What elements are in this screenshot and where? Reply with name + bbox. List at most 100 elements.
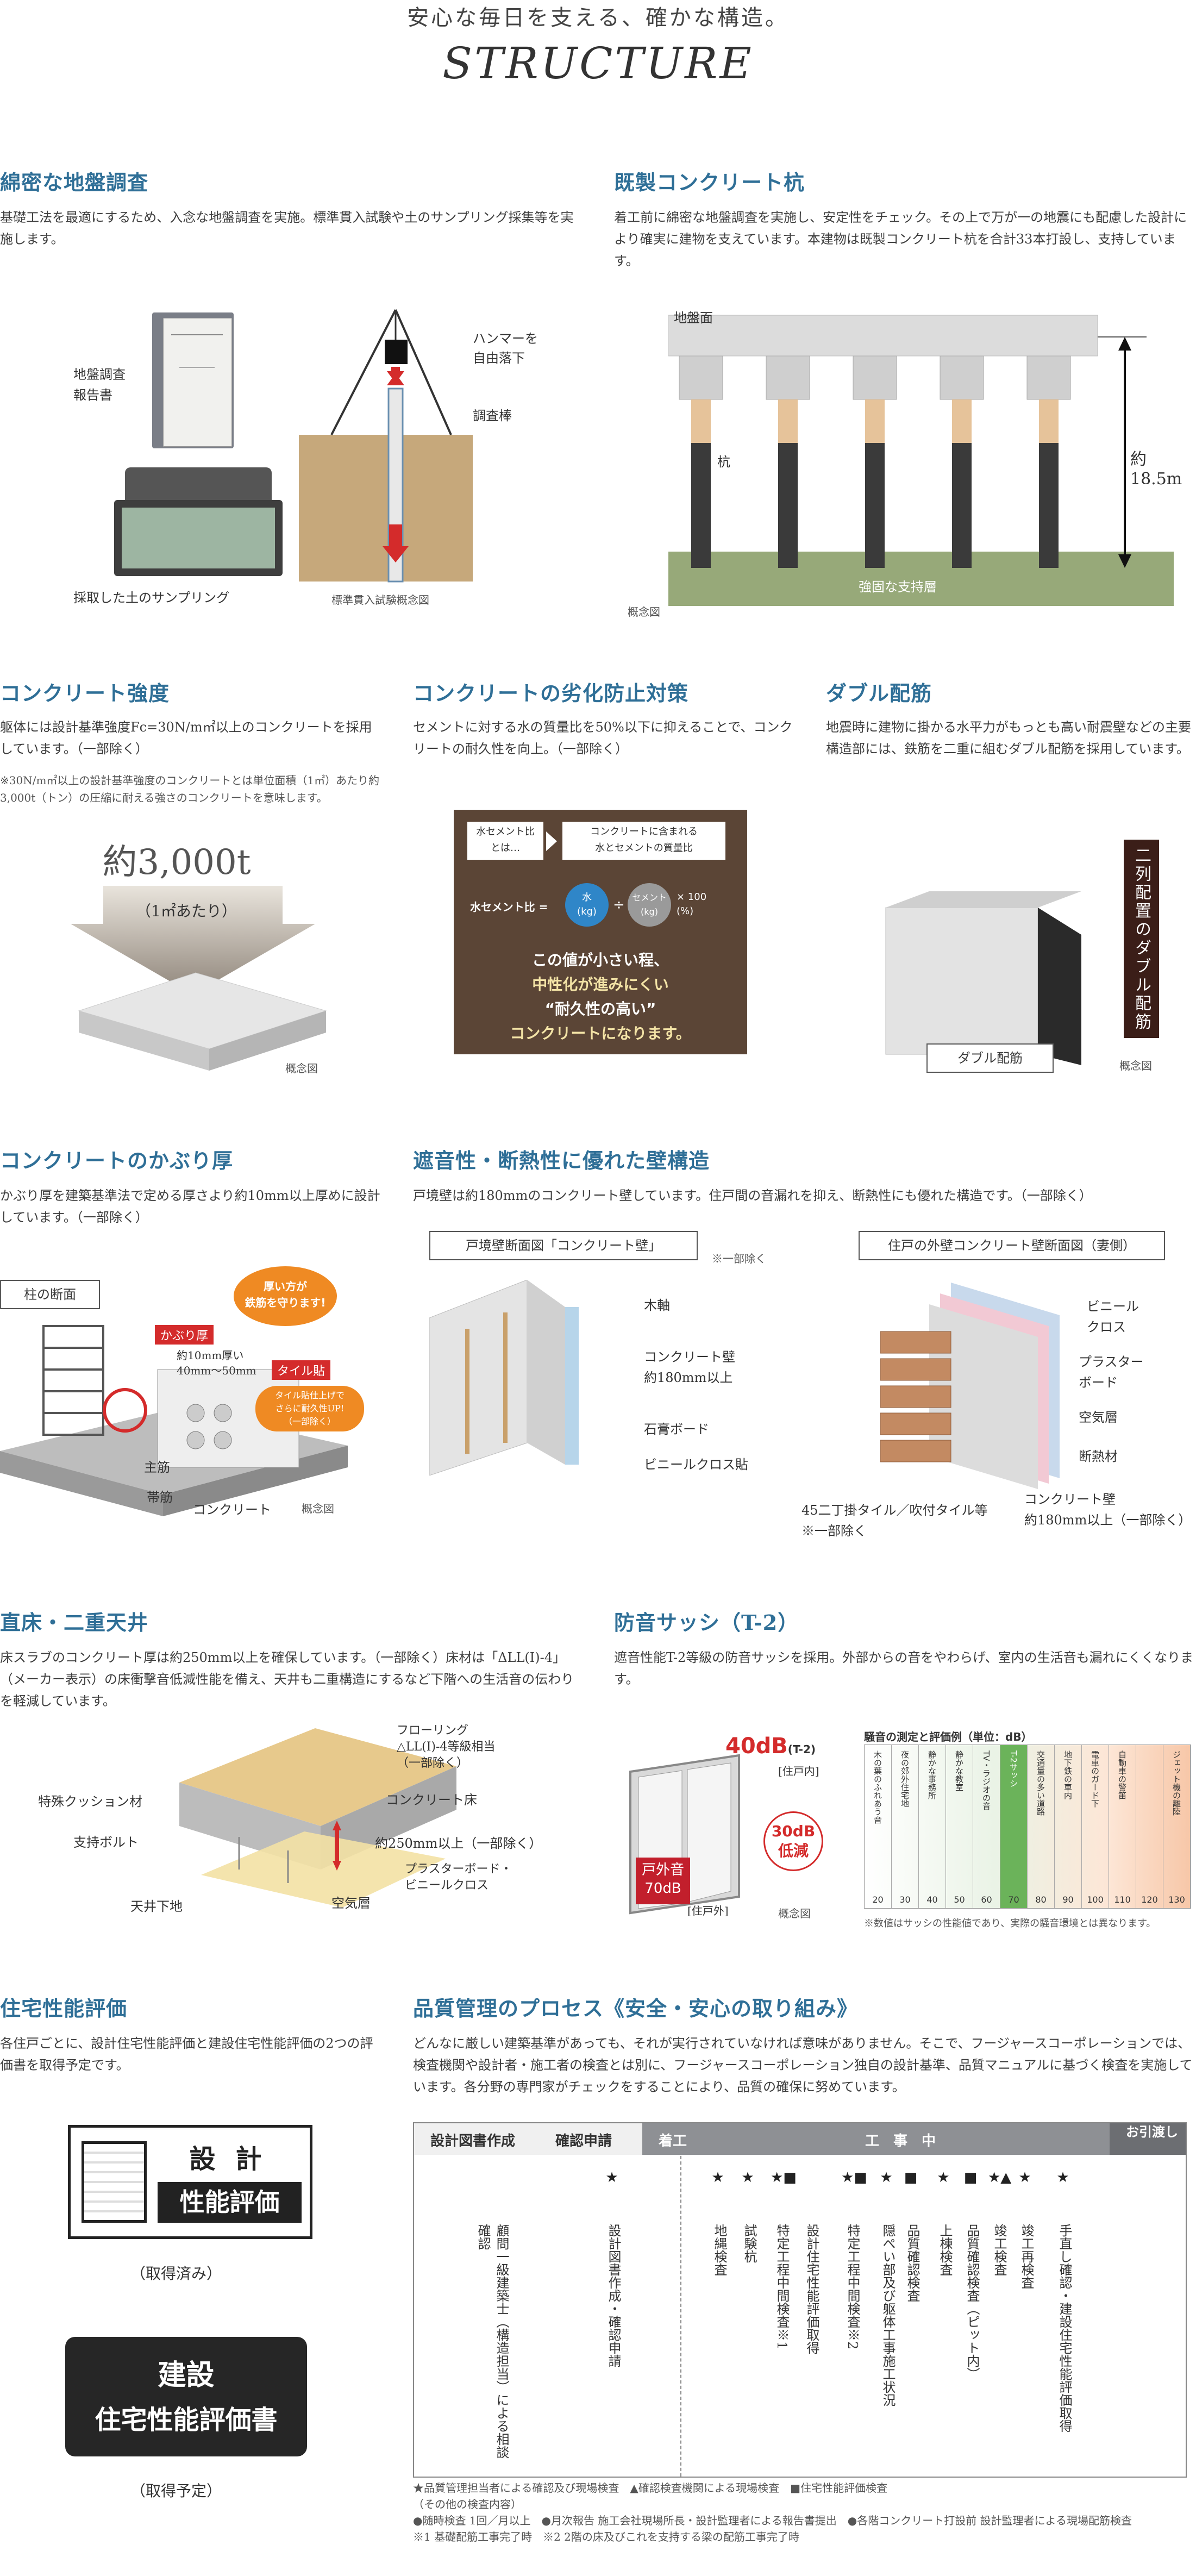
deterioration-desc: セメントに対する水の質量比を50%以下に抑えることで、コンクリートの耐久性を向上… (413, 720, 793, 756)
phase-construction: 工 事 中 (865, 2133, 936, 2149)
phase-handover: お引渡し (1126, 2124, 1178, 2140)
ceiling-label-bolt: 支持ボルト (73, 1835, 139, 1850)
step-mark: ■ (963, 2169, 978, 2186)
noise-column-text: 自動車の警笛 (1117, 1750, 1127, 1799)
noise-column-value: 80 (1035, 1895, 1047, 1905)
ratio-message-4: コンクリートになります。 (510, 1024, 691, 1042)
sample-caption: 採取した土のサンプリング (73, 590, 230, 605)
wall-right-title: 住戸の外壁コンクリート壁断面図（妻側） (859, 1231, 1165, 1260)
noise-column-value: 130 (1168, 1895, 1185, 1905)
rebar-caption: 概念図 (1119, 1059, 1152, 1072)
design-status: （取得済み） (130, 2265, 222, 2283)
pile-caption: 概念図 (628, 605, 660, 618)
quality-other-title: （その他の検査内容） (413, 2498, 522, 2511)
column-label: 柱の断面 (0, 1280, 100, 1309)
wall-right-label-1: ビニール クロス (1087, 1299, 1139, 1335)
penetration-test-figure (299, 309, 473, 583)
strength-desc: 躯体には設計基準強度Fc=30N/m㎡以上のコンクリートを採用しています。（一部… (0, 720, 372, 756)
step-mark: ★ (937, 2169, 950, 2186)
wall-right-label-2: プラスター ボード (1079, 1354, 1144, 1390)
strength-figure (71, 886, 327, 1071)
ceiling-label-base: 天井下地 (130, 1899, 183, 1914)
inside-db: 40dB(T-2) (725, 1734, 816, 1759)
main-bar-label: 主筋 (144, 1460, 170, 1475)
outdoor-label: [住戸外] (687, 1904, 729, 1917)
phase-application: 確認申請 (555, 2133, 612, 2149)
depth-label: 約18.5m (1130, 450, 1182, 489)
soil-title: 綿密な地盤調査 (0, 170, 149, 195)
pile-figure (668, 315, 1174, 606)
concrete-label: コンクリート (193, 1502, 271, 1517)
step-label: 試験杭 (742, 2224, 757, 2263)
sample-case (114, 467, 283, 576)
noise-column-value: 20 (872, 1895, 884, 1905)
wall-right-figure (880, 1283, 1060, 1489)
rebar-figure-label: ダブル配筋 (926, 1043, 1054, 1073)
step-mark: ★ (1056, 2169, 1069, 2186)
penetration-caption: 標準貫入試験概念図 (331, 593, 429, 607)
step-label: 上棟検査 (937, 2224, 953, 2276)
deterioration-title: コンクリートの劣化防止対策 (413, 681, 689, 705)
rebar-figure (885, 891, 1081, 1065)
ceiling-label-air: 空気層 (331, 1896, 371, 1911)
tile-tag: タイル貼 (272, 1360, 331, 1380)
sash-title: 防音サッシ（T-2） (614, 1610, 799, 1635)
step-mark: ★▲ (988, 2169, 1012, 2186)
rebar-title: ダブル配筋 (826, 681, 932, 705)
outside-db: 戸外音 70dB (636, 1858, 690, 1904)
step-label: 竣工検査 (992, 2224, 1007, 2276)
construction-mark: 建設 住宅性能評価書 (65, 2337, 307, 2456)
noise-column: 120 (1136, 1745, 1163, 1908)
design-mark-line1: 設 計 (189, 2144, 267, 2174)
tile-note: タイル貼仕上げで さらに耐久性UP! （一部除く） (255, 1386, 364, 1431)
step-label: 設計図書作成・確認申請 (606, 2224, 621, 2367)
ceiling-desc: 床スラブのコンクリート厚は約250mm以上を確保しています。（一部除く）床材は「… (0, 1650, 574, 1709)
process-table: 設計図書作成 確認申請 着工 工 事 中 お引渡し 顧問一級建築士（構造担当）に… (413, 2122, 1187, 2478)
cover-title: コンクリートのかぶり厚 (0, 1148, 234, 1173)
inside-db-tag: (T-2) (787, 1743, 816, 1756)
step-mark: ★■ (841, 2169, 867, 2186)
noise-column-value: 70 (1008, 1895, 1019, 1905)
strength-value: 約3,000t (102, 842, 251, 883)
times-label: × 100 (%) (677, 891, 707, 917)
ratio-message-1: この値が小さい程、 (531, 951, 669, 969)
page-title: STRUCTURE (442, 38, 754, 89)
phase-start: 着工 (659, 2133, 687, 2149)
pile-desc: 着工前に綿密な地盤調査を実施し、安定性をチェック。その上で万が一の地震にも配慮し… (614, 210, 1187, 268)
step-mark: ★ (880, 2169, 893, 2186)
step-mark: ■ (904, 2169, 918, 2186)
report-label: 地盤調査 報告書 (73, 367, 126, 403)
noise-column-value: 60 (981, 1895, 992, 1905)
strength-title: コンクリート強度 (0, 681, 170, 705)
noise-column-text (1136, 1750, 1163, 1881)
water-circle: 水 (kg) (565, 883, 609, 927)
ceiling-label-concrete: コンクリート床 (386, 1792, 477, 1808)
pile-title: 既製コンクリート杭 (614, 170, 805, 195)
rod-label: 調査棒 (473, 408, 512, 423)
reduction-badge: 30dB 低減 (763, 1811, 823, 1871)
noise-column-value: 50 (954, 1895, 965, 1905)
design-mark-line2: 性能評価 (158, 2182, 302, 2223)
wall-left-label-2: コンクリート壁 約180mm以上 (644, 1349, 735, 1385)
step-label: 竣工再検査 (1019, 2224, 1034, 2289)
step-label: 特定工程中間検査※1 (774, 2224, 790, 2350)
step-label: 顧問一級建築士（構造担当）による相談確認 (475, 2224, 509, 2459)
wall-left-title: 戸境壁断面図「コンクリート壁」 (429, 1231, 698, 1260)
wall-desc: 戸境壁は約180mmのコンクリート壁しています。住戸間の音漏れを抑え、断熱性にも… (413, 1188, 1092, 1203)
noise-column-value: 120 (1141, 1895, 1158, 1905)
phase-bar: 設計図書作成 確認申請 着工 工 事 中 お引渡し (414, 2123, 1186, 2155)
wall-tile-label: 45二丁掛タイル／吹付タイル等 ※一部除く (801, 1503, 988, 1539)
ratio-message-3: “耐久性の高い” (544, 1000, 656, 1018)
noise-column-value: 90 (1062, 1895, 1074, 1905)
ceiling-figure (179, 1728, 456, 1908)
wc-ratio-panel: 水セメント比 とは… コンクリートに含まれる 水とセメントの質量比 水セメント比… (454, 810, 747, 1054)
sash-caption: 概念図 (778, 1907, 811, 1920)
strength-caption: 概念図 (285, 1062, 318, 1075)
quality-desc: どんなに厳しい建築基準があっても、それが実行されていなければ意味がありません。そ… (413, 2036, 1193, 2094)
ceiling-label-cushion: 特殊クッション材 (38, 1794, 142, 1809)
